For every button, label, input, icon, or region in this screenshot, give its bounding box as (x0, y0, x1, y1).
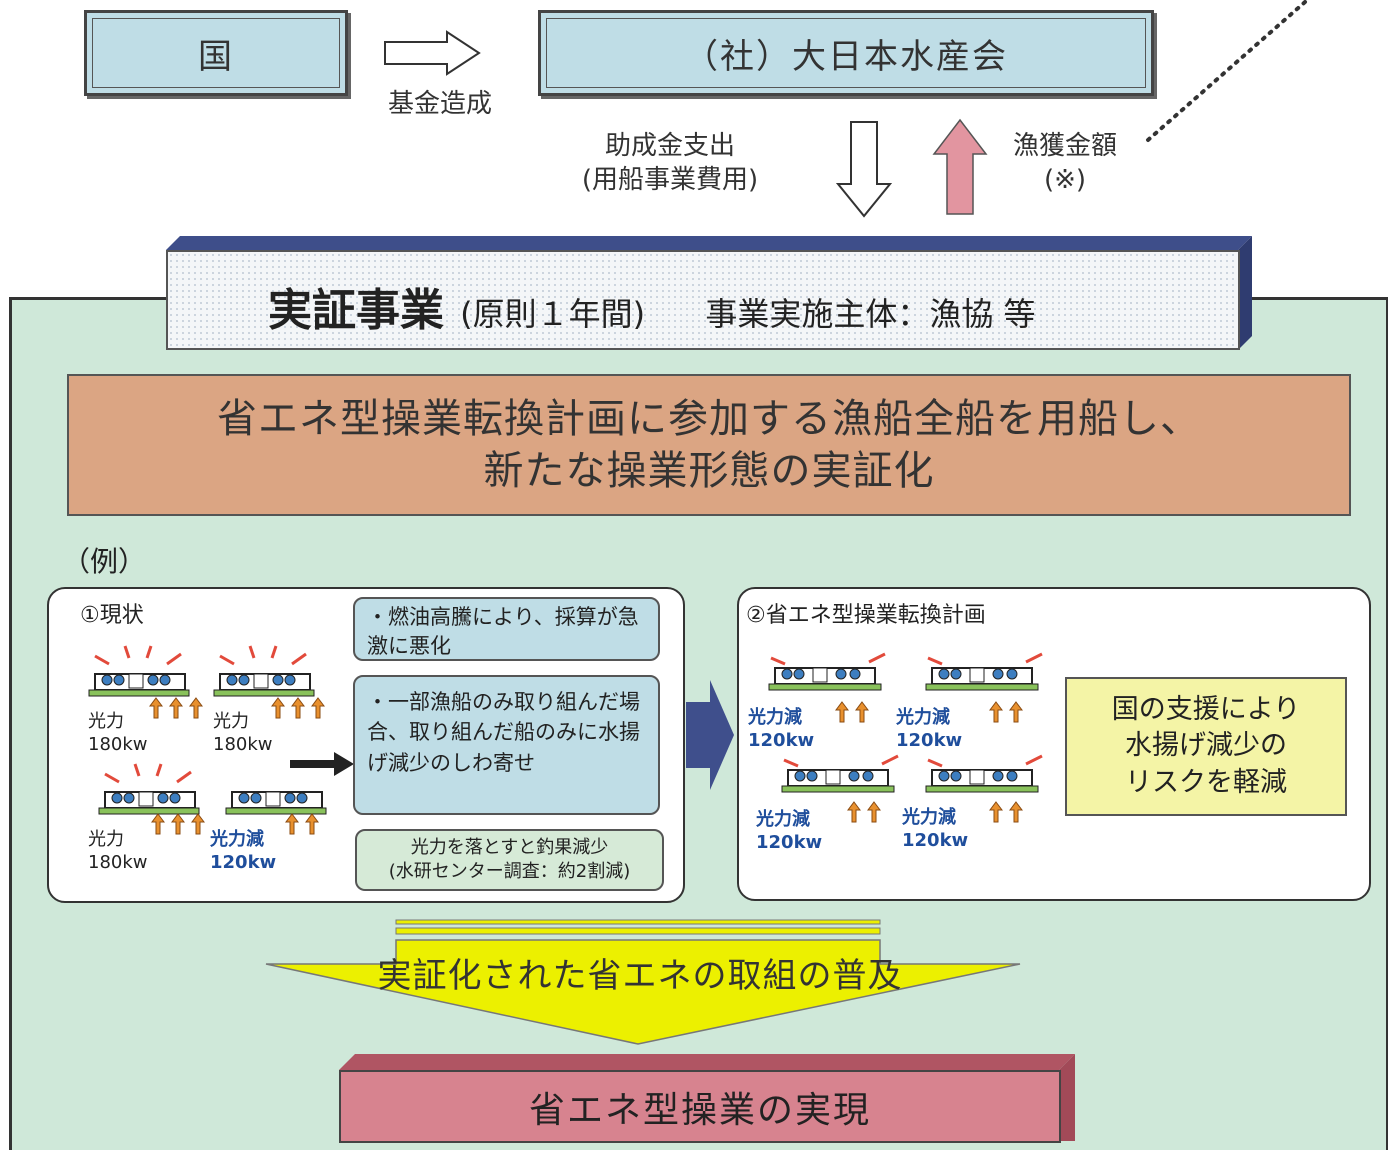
example-label: （例） (62, 545, 147, 578)
boat-icon (88, 645, 190, 697)
boat-icon (225, 791, 327, 815)
boat-label-reduced: 光力減 120kw (756, 809, 823, 854)
fish-arrows-icon (989, 701, 1023, 723)
right-arrow-icon (384, 30, 481, 76)
result-box: 省エネ型操業の実現 (339, 1070, 1061, 1143)
plan-line2: 新たな操業形態の実証化 (483, 448, 935, 494)
current-state-title: ①現状 (80, 603, 144, 628)
black-arrow-icon (290, 752, 354, 776)
plan-line1: 省エネ型操業転換計画に参加する漁船全船を用船し、 (217, 396, 1201, 442)
boat-label-reduced: 光力減 120kw (210, 829, 277, 874)
fish-arrows-icon (835, 701, 869, 723)
support-line3: リスクを軽減 (1125, 766, 1287, 798)
boat-icon (925, 652, 1043, 691)
association-label: （社）大日本水産会 (684, 36, 1008, 77)
boat-label: 光力 180kw (88, 829, 148, 874)
result-label: 省エネ型操業の実現 (528, 1089, 871, 1131)
catch-reduction-line2: (水研センター調査：約2割減) (388, 861, 631, 882)
spread-label: 実証化された省エネの取組の普及 (377, 956, 903, 996)
boat-label-reduced: 光力減 120kw (902, 807, 969, 852)
fish-arrows-icon (285, 813, 319, 835)
boat-icon (781, 754, 899, 793)
result-3d-edge (339, 1054, 1075, 1141)
fish-arrows-icon (989, 801, 1023, 823)
down-arrow-icon (836, 121, 892, 218)
energy-saving-plan-title: ②省エネ型操業転換計画 (746, 603, 986, 628)
up-arrow-icon (932, 118, 988, 215)
boat-label-reduced: 光力減 120kw (748, 707, 815, 752)
banner-period: (原則１年間) (460, 295, 646, 333)
support-line2: 水揚げ減少の (1125, 730, 1287, 762)
catch-reduction-note: 光力を落とすと釣果減少 (水研センター調査：約2割減) (355, 829, 664, 891)
boat-icon (213, 645, 315, 697)
subsidy-label: 助成金支出 (用船事業費用) (540, 130, 800, 198)
catch-label-line2: (※) (1043, 164, 1087, 195)
government-label: 国 (198, 36, 234, 77)
navy-arrow-icon (686, 680, 734, 790)
fish-arrows-icon (847, 801, 881, 823)
boat-icon (768, 652, 886, 691)
government-support-box: 国の支援により 水揚げ減少の リスクを軽減 (1065, 677, 1347, 816)
subsidy-label-line2: (用船事業費用) (581, 164, 759, 195)
banner-3d-edge (166, 236, 1252, 350)
spread-arrow-icon (265, 919, 1021, 1045)
catch-label: 漁獲金額 (※) (990, 130, 1140, 198)
catch-reduction-line1: 光力を落とすと釣果減少 (410, 836, 609, 858)
demonstration-banner: 実証事業 (原則１年間) 事業実施主体：漁協 等 (166, 250, 1240, 350)
dotted-connector-line (1146, 0, 1307, 142)
boat-icon (98, 763, 200, 815)
government-box: 国 (84, 10, 348, 96)
association-box: （社）大日本水産会 (538, 10, 1154, 96)
banner-title: 実証事業 (268, 285, 444, 336)
partial-participation-note: ・一部漁船のみ取り組んだ場合、取り組んだ船のみに水揚げ減少のしわ寄せ (353, 675, 660, 815)
boat-label-reduced: 光力減 120kw (896, 707, 963, 752)
fund-label: 基金造成 (387, 89, 492, 119)
catch-label-line1: 漁獲金額 (1012, 131, 1117, 161)
support-line1: 国の支援により (1111, 693, 1301, 725)
plan-box: 省エネ型操業転換計画に参加する漁船全船を用船し、 新たな操業形態の実証化 (67, 374, 1351, 516)
fish-arrows-icon (271, 697, 325, 719)
fuel-cost-note: ・燃油高騰により、採算が急激に悪化 (353, 597, 660, 661)
fish-arrows-icon (149, 697, 203, 719)
fish-arrows-icon (151, 813, 205, 835)
boat-label: 光力 180kw (88, 711, 148, 756)
subsidy-label-line1: 助成金支出 (604, 131, 735, 161)
banner-implementer: 事業実施主体：漁協 等 (705, 295, 1036, 333)
boat-icon (925, 754, 1043, 793)
boat-label: 光力 180kw (213, 711, 273, 756)
